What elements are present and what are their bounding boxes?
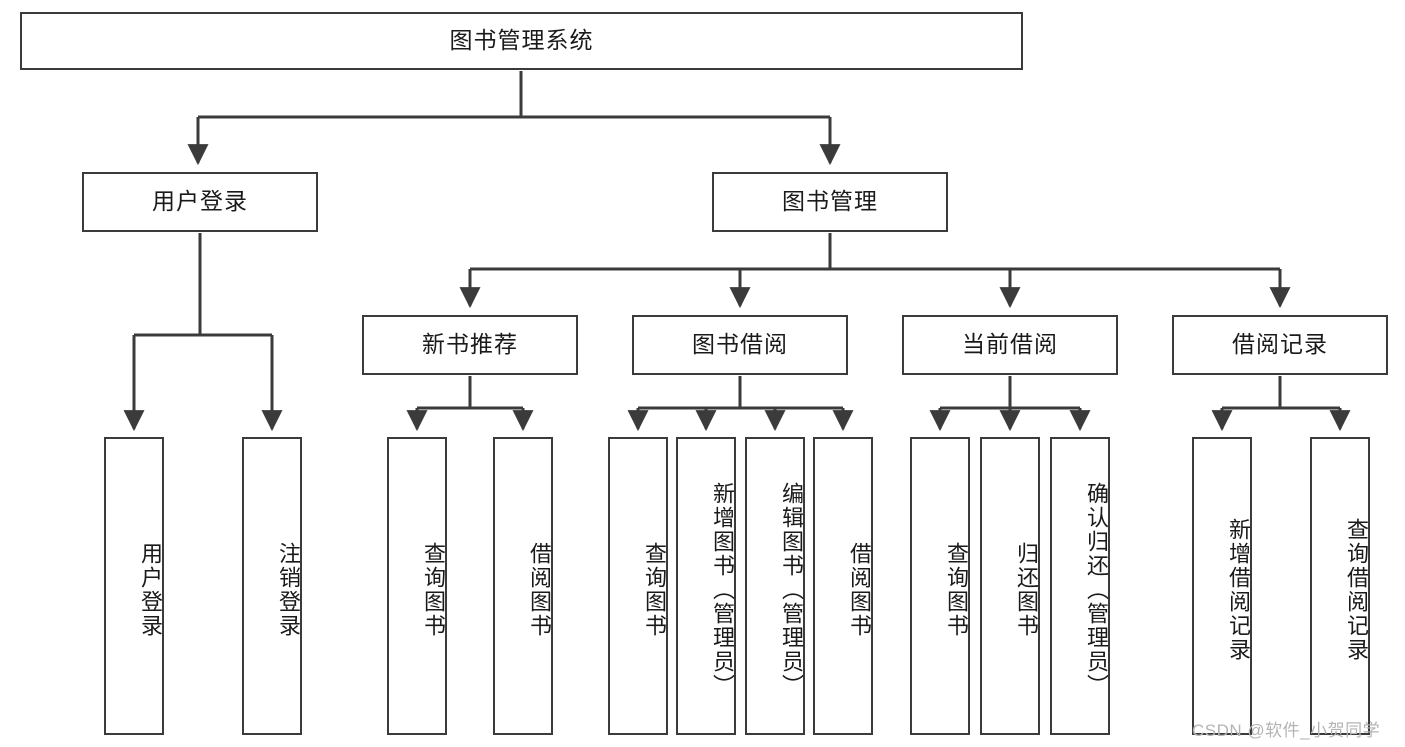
node-user-login-label: 用户登录 [152,188,248,215]
node-book-borrow-label: 图书借阅 [692,331,788,358]
leaf-borrow-edit-label: 编辑图书（管理员） [779,482,804,698]
leaf-record-query-label: 查询借阅记录 [1344,518,1369,662]
leaf-record-add-label: 新增借阅记录 [1226,518,1251,662]
leaf-new-book-borrow[interactable]: 借阅图书 [493,437,553,735]
leaf-logout-label: 注销登录 [276,542,301,638]
leaf-borrow-add-label: 新增图书（管理员） [710,482,735,698]
leaf-borrow-add[interactable]: 新增图书（管理员） [676,437,736,735]
leaf-current-confirm-return[interactable]: 确认归还（管理员） [1050,437,1110,735]
leaf-user-login-label: 用户登录 [138,542,163,638]
node-root-label: 图书管理系统 [449,27,594,54]
leaf-current-confirm-return-label: 确认归还（管理员） [1084,482,1109,698]
node-user-login[interactable]: 用户登录 [82,172,318,232]
node-new-book-label: 新书推荐 [422,331,518,358]
leaf-current-query[interactable]: 查询图书 [910,437,970,735]
leaf-current-return-label: 归还图书 [1014,542,1039,638]
node-current-borrow[interactable]: 当前借阅 [902,315,1118,375]
node-book-manage[interactable]: 图书管理 [712,172,948,232]
node-borrow-record-label: 借阅记录 [1232,331,1328,358]
leaf-borrow-query-label: 查询图书 [642,542,667,638]
leaf-user-login[interactable]: 用户登录 [104,437,164,735]
node-book-borrow[interactable]: 图书借阅 [632,315,848,375]
node-new-book[interactable]: 新书推荐 [362,315,578,375]
node-book-manage-label: 图书管理 [782,188,878,215]
node-root[interactable]: 图书管理系统 [20,12,1023,70]
node-borrow-record[interactable]: 借阅记录 [1172,315,1388,375]
leaf-borrow-borrow-label: 借阅图书 [847,542,872,638]
leaf-borrow-query[interactable]: 查询图书 [608,437,668,735]
leaf-logout[interactable]: 注销登录 [242,437,302,735]
leaf-borrow-borrow[interactable]: 借阅图书 [813,437,873,735]
leaf-new-book-query-label: 查询图书 [421,542,446,638]
leaf-record-query[interactable]: 查询借阅记录 [1310,437,1370,735]
csdn-watermark: CSDN @软件_小贺同学 [1192,721,1381,740]
leaf-current-query-label: 查询图书 [944,542,969,638]
leaf-new-book-borrow-label: 借阅图书 [527,542,552,638]
leaf-new-book-query[interactable]: 查询图书 [387,437,447,735]
leaf-current-return[interactable]: 归还图书 [980,437,1040,735]
leaf-record-add[interactable]: 新增借阅记录 [1192,437,1252,735]
leaf-borrow-edit[interactable]: 编辑图书（管理员） [745,437,805,735]
node-current-borrow-label: 当前借阅 [962,331,1058,358]
